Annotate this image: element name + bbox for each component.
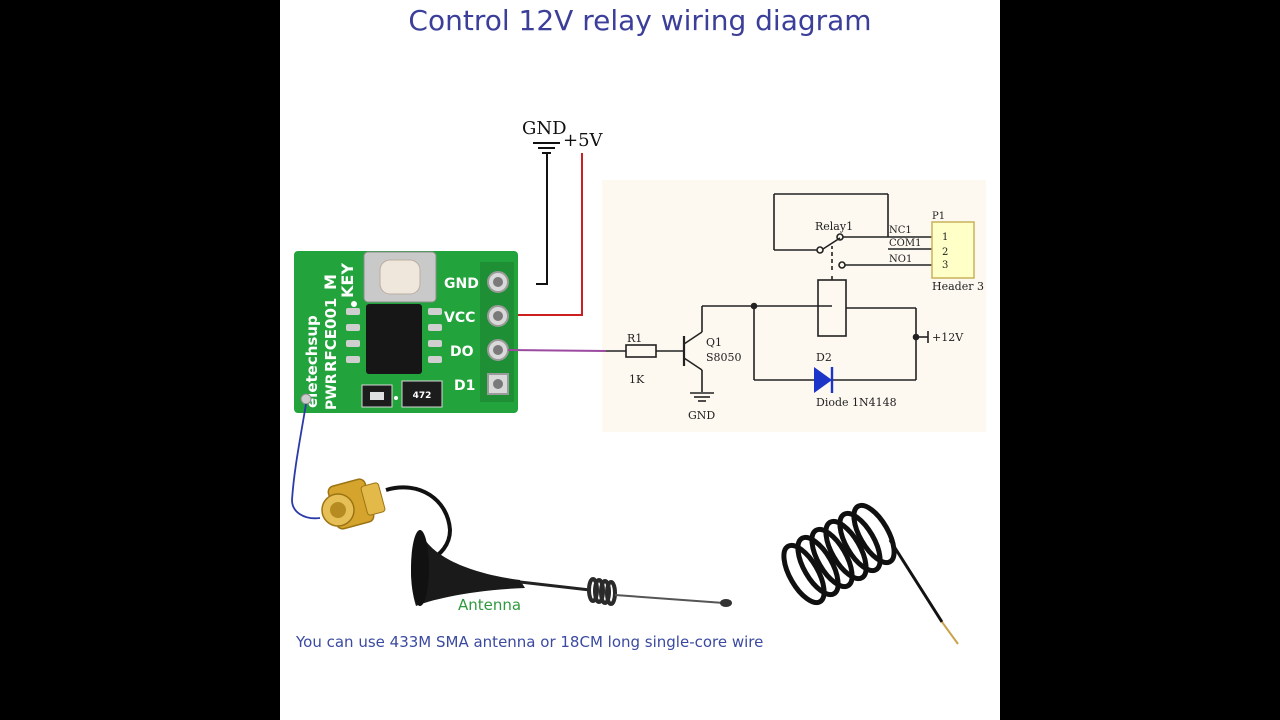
q1-ref-label: Q1	[706, 336, 722, 349]
module-mode-label: M	[321, 274, 340, 290]
top-gnd-label: GND	[522, 118, 567, 139]
antenna-cable	[385, 485, 453, 562]
pin-label-do: DO	[450, 344, 474, 360]
pin-label-gnd: GND	[444, 276, 479, 292]
antenna-pigtail-wire	[291, 403, 321, 520]
r1-ref-label: R1	[627, 332, 642, 345]
pin-label-vcc: VCC	[444, 310, 475, 326]
module-brand-label: eletechsup	[303, 315, 321, 408]
chip-code-label: 472	[413, 391, 432, 401]
wiring-diagram-svg: GND +5V	[291, 118, 986, 645]
ic-chip	[366, 304, 422, 374]
key-button-cap	[379, 259, 421, 295]
d2-ref-label: D2	[816, 351, 832, 364]
no-label: NO1	[889, 254, 912, 265]
ground-icon	[533, 142, 560, 154]
antenna-caption: You can use 433M SMA antenna or 18CM lon…	[296, 633, 764, 651]
diagram-canvas: Control 12V relay wiring diagram GND +5V	[280, 0, 1000, 720]
pin-pads	[487, 271, 509, 395]
q1-gnd-label: GND	[688, 409, 715, 422]
q1-part-label: S8050	[706, 351, 742, 364]
header-pin-1: 1	[942, 232, 948, 243]
r1-value-label: 1K	[629, 373, 645, 386]
antenna-pad	[300, 393, 312, 405]
top-vcc-label: +5V	[563, 130, 604, 151]
header-pin-2: 2	[942, 247, 948, 258]
magnetic-antenna-icon	[411, 530, 732, 607]
header-p1	[931, 221, 975, 279]
rf-receiver-module: 472 eletechsup RFCE001 PWR KEY M GND VCC…	[294, 251, 518, 413]
com-label: COM1	[889, 238, 921, 249]
antenna-label: Antenna	[458, 596, 522, 614]
resistor-component	[401, 380, 443, 408]
supply-label: +12V	[932, 331, 964, 344]
relay-schematic	[606, 193, 932, 402]
nc-label: NC1	[889, 225, 912, 236]
module-model-label: RFCE001	[322, 298, 340, 372]
diode-d2	[814, 367, 832, 393]
pin-label-d1: D1	[454, 378, 475, 394]
header-name-label: Header 3	[932, 280, 984, 293]
diagram-title: Control 12V relay wiring diagram	[408, 4, 872, 37]
d2-part-label: Diode 1N4148	[816, 396, 897, 409]
coil-wire-icon	[781, 502, 959, 645]
header-ref-label: P1	[932, 211, 945, 222]
relay-label: Relay1	[815, 220, 853, 233]
do-signal-wire	[507, 349, 607, 352]
module-pwr-label: PWR	[324, 373, 340, 410]
ic-pins	[346, 308, 442, 363]
module-key-label: KEY	[338, 263, 357, 298]
header-pin-3: 3	[942, 260, 948, 271]
sma-connector-icon	[321, 478, 386, 530]
top-power-symbols: GND +5V	[510, 118, 604, 316]
